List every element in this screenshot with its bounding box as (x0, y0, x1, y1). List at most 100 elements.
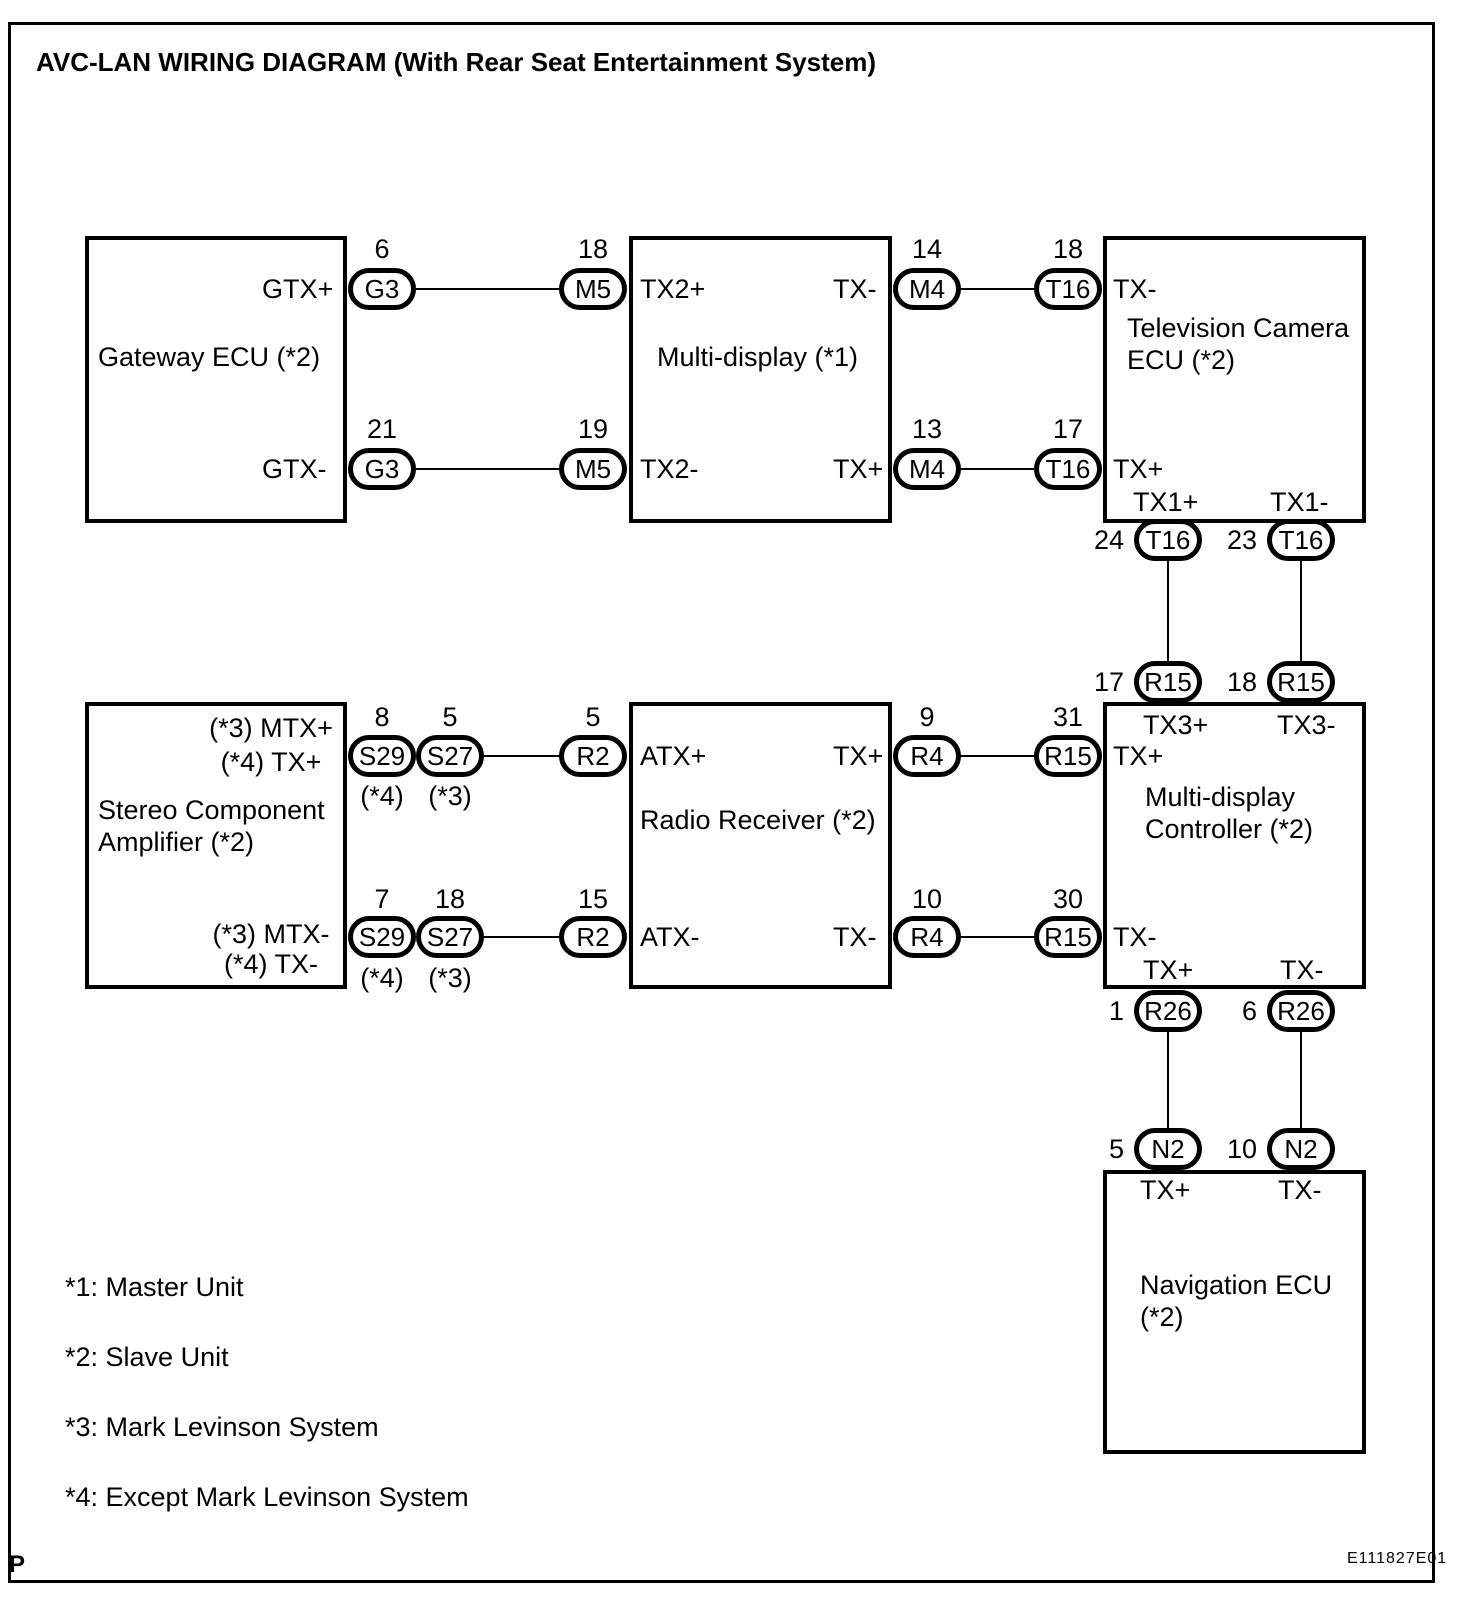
connector-oval-r26-right: R26 (1267, 990, 1335, 1032)
wire-t16-r15-left (1167, 559, 1169, 663)
connector-oval-n2-left: N2 (1134, 1128, 1202, 1170)
box-title-gateway: Gateway ECU (*2) (98, 342, 321, 372)
pin-number-r2-5: 5 (585, 702, 601, 732)
pin-number-r4-9: 9 (919, 702, 935, 732)
port-label-mdc-tx3-minus: TX3- (1277, 710, 1336, 740)
port-label-gtx-plus: GTX+ (262, 274, 334, 304)
connector-oval-m5-row1: M5 (559, 268, 627, 310)
component-box-navigation-ecu (1103, 1170, 1366, 1454)
connector-oval-m4-row1: M4 (893, 268, 961, 310)
pin-number-m5-19: 19 (577, 414, 609, 444)
note-s29-row1: (*4) (360, 781, 404, 811)
box-title-stereo-amp-line1: Stereo Component (98, 795, 325, 825)
box-title-nav-line2: (*2) (1140, 1302, 1184, 1332)
wire-r4-r15-row1 (959, 755, 1036, 757)
pin-number-r15-17: 17 (1093, 667, 1124, 697)
box-title-radio-receiver: Radio Receiver (*2) (640, 805, 876, 835)
wire-r26-n2-right (1300, 1030, 1302, 1130)
connector-oval-t16-row1: T16 (1034, 268, 1102, 310)
diagram-frame (8, 22, 1435, 1583)
connector-oval-r2-row1: R2 (559, 735, 627, 777)
wire-g3-m5-row2 (414, 468, 561, 470)
note-s27-row1: (*3) (428, 781, 472, 811)
connector-oval-r15-top-left: R15 (1134, 661, 1202, 703)
wire-t16-r15-right (1300, 559, 1302, 663)
port-label-radio-tx-minus: TX- (833, 922, 877, 952)
connector-oval-s27-row2: S27 (416, 916, 484, 958)
connector-oval-n2-right: N2 (1267, 1128, 1335, 1170)
box-title-mdc-line1: Multi-display (1145, 782, 1296, 812)
connector-oval-r15-row1: R15 (1034, 735, 1102, 777)
port-label-radio-atx-minus: ATX- (640, 922, 700, 952)
component-box-multi-display-controller (1103, 702, 1366, 989)
pin-number-t16-24: 24 (1093, 525, 1124, 555)
port-label-md-tx-plus: TX+ (833, 454, 884, 484)
pin-number-m5-18: 18 (577, 234, 609, 264)
port-label-gtx-minus: GTX- (262, 454, 327, 484)
pin-number-s27-18: 18 (434, 884, 466, 914)
component-box-multi-display (629, 236, 892, 523)
pin-number-n2-10: 10 (1226, 1134, 1257, 1164)
connector-oval-g3-row2: G3 (348, 448, 416, 490)
pin-number-r15-18: 18 (1226, 667, 1257, 697)
box-title-multi-display: Multi-display (*1) (657, 342, 859, 372)
pin-number-t16-23: 23 (1226, 525, 1257, 555)
port-label-amp-mtx-minus: (*3) MTX- (212, 919, 330, 949)
pin-number-s29-8: 8 (374, 702, 390, 732)
pin-number-r15-31: 31 (1052, 702, 1084, 732)
connector-oval-r26-left: R26 (1134, 990, 1202, 1032)
port-label-tv-tx-plus: TX+ (1113, 454, 1164, 484)
pin-number-r26-1: 1 (1108, 996, 1124, 1026)
pin-number-g3-21: 21 (366, 414, 398, 444)
connector-oval-r15-row2: R15 (1034, 916, 1102, 958)
port-label-mdc-bottom-tx-plus: TX+ (1143, 955, 1194, 985)
port-label-tv-tx-minus: TX- (1113, 274, 1157, 304)
legend-item-slave-unit: *2: Slave Unit (65, 1342, 229, 1372)
connector-oval-r15-top-right: R15 (1267, 661, 1335, 703)
component-box-radio-receiver (629, 702, 892, 989)
port-label-amp-mtx-plus: (*3) MTX+ (209, 713, 333, 743)
connector-oval-s27-row1: S27 (416, 735, 484, 777)
connector-oval-t16-row2: T16 (1034, 448, 1102, 490)
box-title-tv-camera-line1: Television Camera (1127, 313, 1350, 343)
legend-item-master-unit: *1: Master Unit (65, 1272, 244, 1302)
note-s29-row2: (*4) (360, 963, 404, 993)
box-title-mdc-line2: Controller (*2) (1145, 814, 1314, 844)
component-box-tv-camera-ecu (1103, 236, 1366, 523)
port-label-tv-tx1-minus: TX1- (1270, 487, 1329, 517)
pin-number-r2-15: 15 (577, 884, 609, 914)
diagram-title: AVC-LAN WIRING DIAGRAM (With Rear Seat E… (36, 47, 877, 77)
connector-oval-t16-bottom-left: T16 (1134, 519, 1202, 561)
port-label-amp-tx-minus: (*4) TX- (223, 949, 318, 979)
pin-number-m4-14: 14 (911, 234, 943, 264)
connector-oval-r2-row2: R2 (559, 916, 627, 958)
pin-number-s27-5: 5 (442, 702, 458, 732)
pin-number-s29-7: 7 (374, 884, 390, 914)
pin-number-r26-6: 6 (1241, 996, 1257, 1026)
port-label-amp-tx-plus: (*4) TX+ (220, 747, 322, 777)
wire-s27-r2-row1 (482, 755, 561, 757)
pin-number-r15-30: 30 (1052, 884, 1084, 914)
wire-m4-t16-row2 (959, 468, 1036, 470)
wire-g3-m5-row1 (414, 288, 561, 290)
connector-oval-m4-row2: M4 (893, 448, 961, 490)
wire-s27-r2-row2 (482, 936, 561, 938)
connector-oval-r4-row1: R4 (893, 735, 961, 777)
box-title-stereo-amp-line2: Amplifier (*2) (98, 827, 255, 857)
port-label-md-tx-minus: TX- (833, 274, 877, 304)
connector-oval-r4-row2: R4 (893, 916, 961, 958)
port-label-nav-tx-plus: TX+ (1140, 1175, 1191, 1205)
connector-oval-s29-row1: S29 (348, 735, 416, 777)
port-label-mdc-bottom-tx-minus: TX- (1280, 955, 1324, 985)
legend-item-mark-levinson: *3: Mark Levinson System (65, 1412, 379, 1442)
box-title-tv-camera-line2: ECU (*2) (1127, 345, 1236, 375)
wire-r4-r15-row2 (959, 936, 1036, 938)
figure-id: E111827E01 (1347, 1550, 1448, 1567)
component-box-stereo-amplifier (85, 702, 347, 989)
pin-number-r4-10: 10 (911, 884, 943, 914)
connector-oval-g3-row1: G3 (348, 268, 416, 310)
component-box-gateway-ecu (85, 236, 347, 523)
pin-number-t16-17: 17 (1052, 414, 1084, 444)
port-label-mdc-tx3-plus: TX3+ (1143, 710, 1209, 740)
port-label-nav-tx-minus: TX- (1278, 1175, 1322, 1205)
